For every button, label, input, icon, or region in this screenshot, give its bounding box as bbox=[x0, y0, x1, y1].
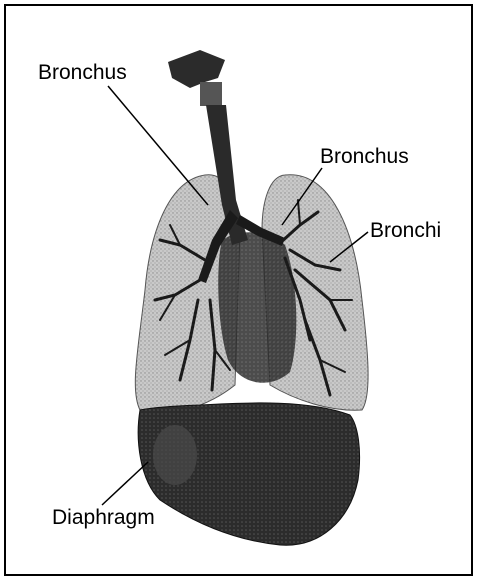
label-diaphragm: Diaphragm bbox=[52, 507, 155, 528]
label-bronchus-right: Bronchus bbox=[320, 146, 409, 167]
leader-bronchus-left bbox=[108, 86, 208, 205]
heart bbox=[218, 232, 296, 383]
leader-diaphragm bbox=[102, 462, 148, 505]
label-bronchi: Bronchi bbox=[370, 220, 441, 241]
label-bronchus-left: Bronchus bbox=[38, 62, 127, 83]
